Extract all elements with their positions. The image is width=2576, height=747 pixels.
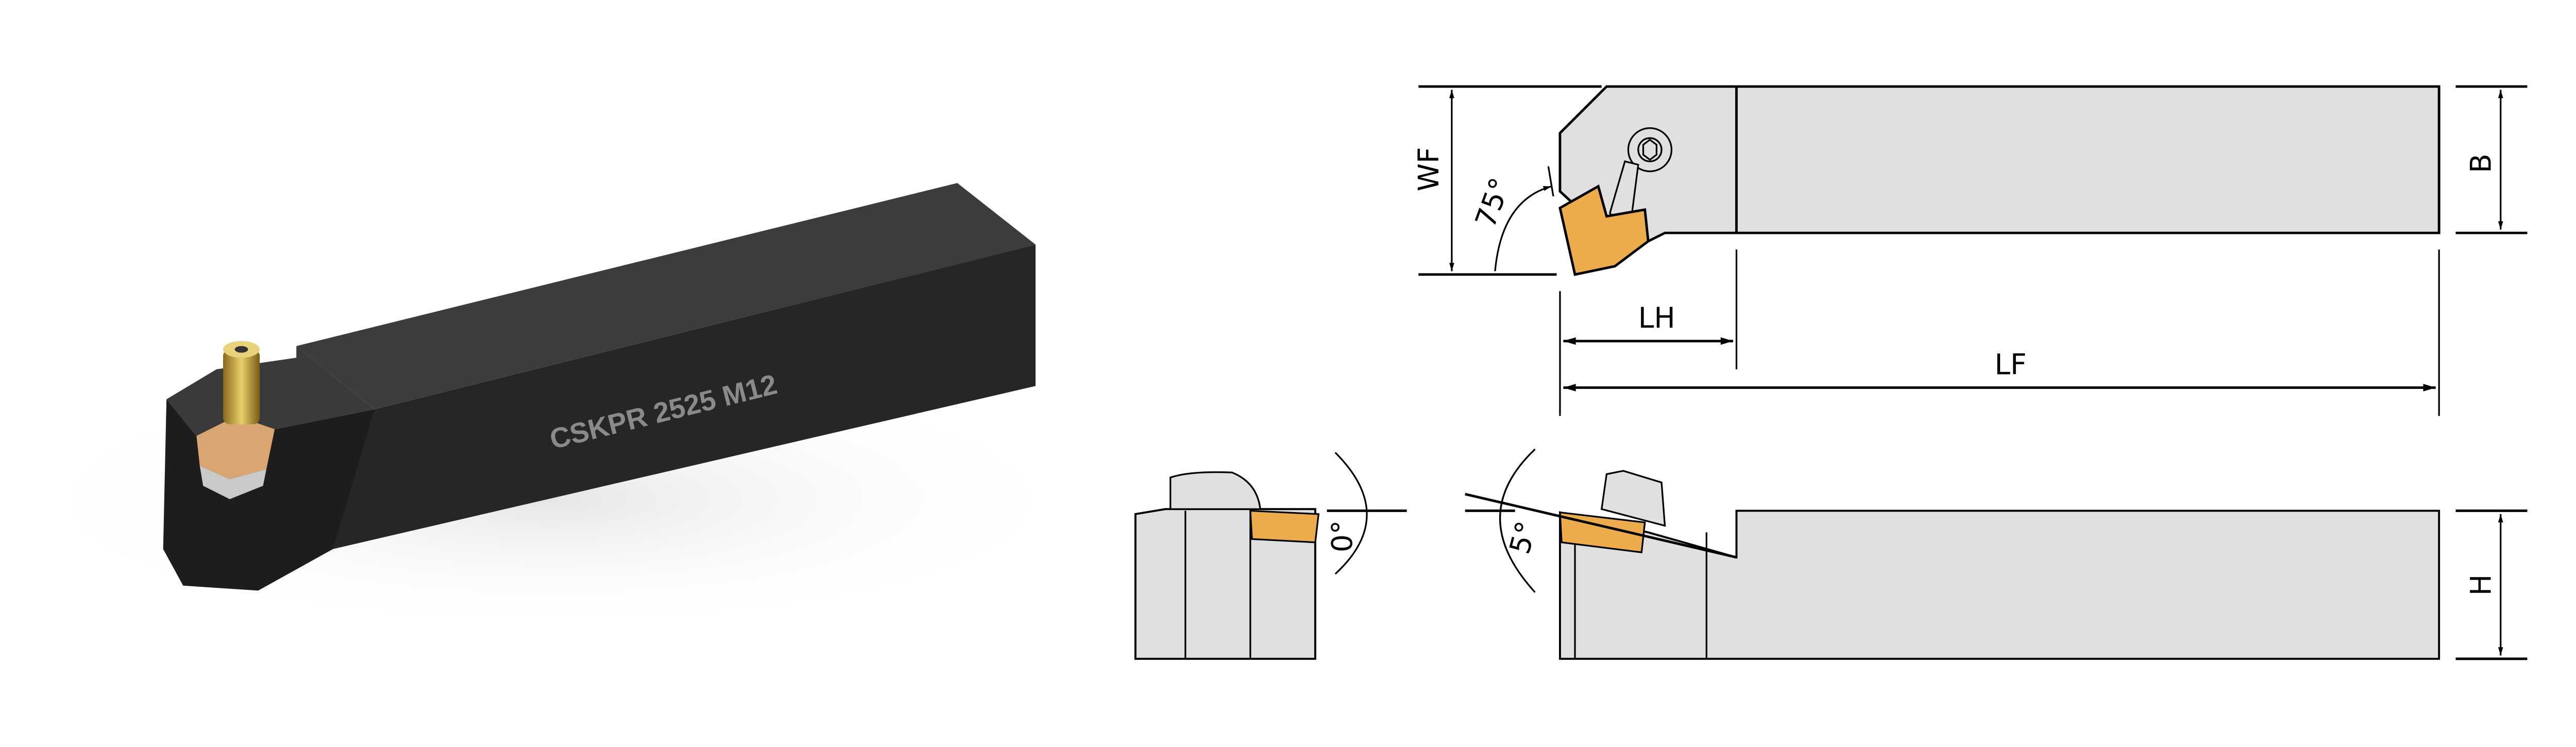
side-view-angle-arc (1499, 448, 1536, 593)
clamp-screw-socket (1637, 137, 1663, 162)
hex-socket-icon (234, 346, 248, 353)
approach-angle-ref (1547, 166, 1554, 197)
clamp-screw-render (223, 349, 260, 425)
side-view-clamp (1600, 470, 1666, 527)
hex-socket-top-icon (1642, 139, 1657, 161)
top-view-drawing (1418, 85, 2528, 416)
clamp-screw-top (1627, 127, 1673, 173)
end-view-clamp (1170, 471, 1262, 510)
side-view-rake-line (1465, 493, 1737, 559)
end-view-angle-arc (1334, 452, 1368, 575)
tool-holder-render: CSKPR 2525 M12 (16, 183, 1082, 633)
end-view-drawing (1134, 452, 2528, 660)
shank-front-face (246, 244, 1036, 591)
approach-angle-label: 75° (1469, 174, 1517, 232)
side-view-body (1558, 510, 2441, 660)
approach-angle-arc (1494, 185, 1552, 271)
h-label: H (2464, 574, 2497, 596)
wf-label: WF (1412, 147, 1445, 192)
b-label: B (2464, 154, 2497, 173)
insert-render (196, 416, 275, 480)
insert-top-view (1558, 184, 1650, 276)
lf-label: LF (1994, 348, 2026, 381)
lh-label: LH (1638, 301, 1675, 334)
end-view-body (1134, 508, 1316, 660)
insert-end-view (1249, 510, 1320, 544)
shank-top-face (296, 183, 1036, 410)
insert-render-lower (199, 466, 267, 499)
side-view-drawing (1465, 448, 2528, 660)
top-view-body (1558, 85, 2441, 251)
end-view-angle-label: 0° (1326, 520, 1359, 552)
head-top-face (166, 346, 375, 436)
side-view-angle-label: 5° (1503, 518, 1543, 557)
